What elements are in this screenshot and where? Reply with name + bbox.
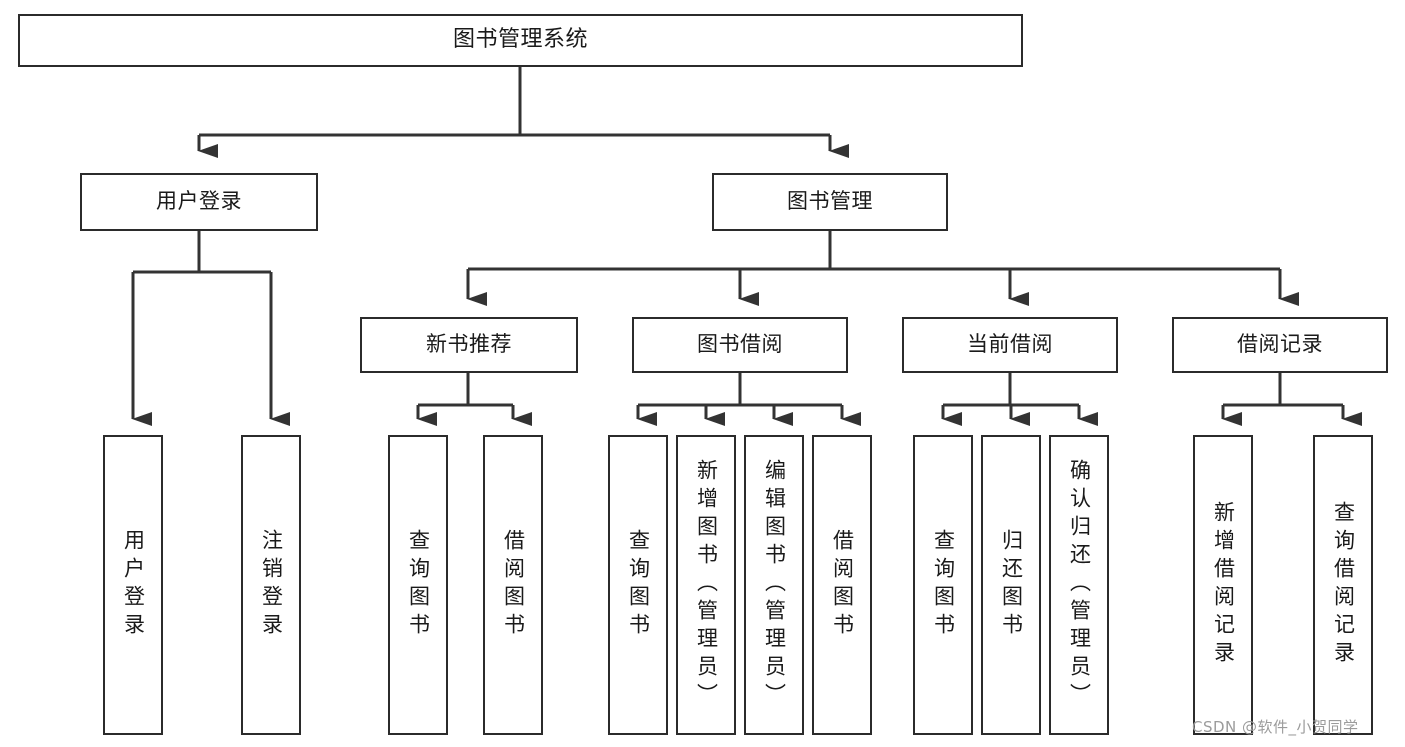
leaf-logout[interactable]: 注销登录 [241,435,301,735]
node-current-borrowing[interactable]: 当前借阅 [902,317,1118,373]
leaf-user-login[interactable]: 用户登录 [103,435,163,735]
node-label: 新书推荐 [426,332,512,357]
leaf-query-book-current[interactable]: 查询图书 [913,435,973,735]
leaf-query-book-borrow[interactable]: 查询图书 [608,435,668,735]
node-new-book-recommendation[interactable]: 新书推荐 [360,317,578,373]
leaf-return-book[interactable]: 归还图书 [981,435,1041,735]
node-label: 查询图书 [406,529,431,641]
csdn-watermark: CSDN @软件_小贺同学 [1192,718,1359,736]
leaf-query-book-recommend[interactable]: 查询图书 [388,435,448,735]
leaf-confirm-return-admin[interactable]: 确认归还（管理员） [1049,435,1109,735]
node-borrowing-record[interactable]: 借阅记录 [1172,317,1388,373]
node-label: 查询借阅记录 [1331,501,1356,669]
node-label: 用户登录 [156,189,242,214]
node-label: 编辑图书（管理员） [762,459,787,711]
leaf-edit-book-admin[interactable]: 编辑图书（管理员） [744,435,804,735]
leaf-borrow-book-recommend[interactable]: 借阅图书 [483,435,543,735]
leaf-add-book-admin[interactable]: 新增图书（管理员） [676,435,736,735]
node-label: 当前借阅 [967,332,1053,357]
node-label: 图书借阅 [697,332,783,357]
node-label: 新增图书（管理员） [694,459,719,711]
leaf-add-borrow-record[interactable]: 新增借阅记录 [1193,435,1253,735]
node-label: 注销登录 [259,529,284,641]
node-label: 确认归还（管理员） [1067,459,1092,711]
node-label: 借阅图书 [501,529,526,641]
node-book-borrowing[interactable]: 图书借阅 [632,317,848,373]
node-label: 查询图书 [626,529,651,641]
leaf-query-borrow-record[interactable]: 查询借阅记录 [1313,435,1373,735]
node-label: 图书管理系统 [452,27,588,53]
node-label: 用户登录 [121,529,146,641]
leaf-borrow-book[interactable]: 借阅图书 [812,435,872,735]
node-label: 借阅记录 [1237,332,1323,357]
node-label: 归还图书 [999,529,1024,641]
node-label: 借阅图书 [830,529,855,641]
node-label: 新增借阅记录 [1211,501,1236,669]
node-label: 图书管理 [787,189,873,214]
node-book-management[interactable]: 图书管理 [712,173,948,231]
node-root-book-management-system[interactable]: 图书管理系统 [18,14,1023,67]
node-user-login[interactable]: 用户登录 [80,173,318,231]
node-label: 查询图书 [931,529,956,641]
